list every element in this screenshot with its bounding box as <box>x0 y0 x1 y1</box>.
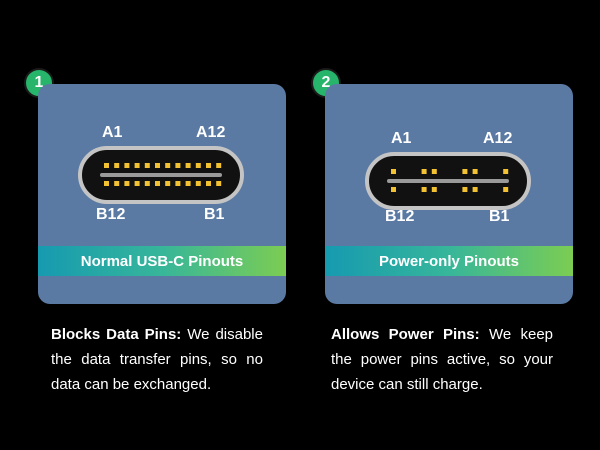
pin-pad <box>175 181 181 186</box>
pin-pad <box>206 181 211 186</box>
pin-pad <box>124 163 130 168</box>
label-b1: B1 <box>204 206 225 223</box>
pin-pad <box>391 169 396 174</box>
pin-row <box>104 163 222 186</box>
pin-pad <box>155 181 160 186</box>
pin-pad <box>185 163 191 168</box>
pin-pad <box>144 181 150 186</box>
caption-2-bold: Allows Power Pins: <box>331 326 480 343</box>
ribbon-label: Power-only Pinouts <box>325 246 573 276</box>
pin-pad <box>503 187 509 192</box>
ribbon-label: Normal USB-C Pinouts <box>38 246 286 276</box>
usb-c-connector-icon <box>365 152 531 210</box>
pin-pad <box>165 163 171 168</box>
pin-pad <box>216 163 222 168</box>
pin-pad <box>155 163 160 168</box>
pin-pad <box>114 163 120 168</box>
normal-pinout-panel: A1 A12 B12 B1 Normal USB-C Pinouts <box>38 84 286 304</box>
label-a1: A1 <box>391 130 412 147</box>
caption-1-bold: Blocks Data Pins: <box>51 326 182 343</box>
caption-2: Allows Power Pins: We keep the power pin… <box>331 322 553 397</box>
pin-pad <box>104 163 109 168</box>
pin-pad <box>134 163 140 168</box>
label-a12: A12 <box>196 124 226 141</box>
label-b1: B1 <box>489 208 510 225</box>
pin-pad <box>391 187 396 192</box>
pin-pad <box>206 163 211 168</box>
pin-pad <box>124 181 130 186</box>
caption-1: Blocks Data Pins: We disable the data tr… <box>51 322 263 397</box>
pin-pad <box>421 169 427 174</box>
label-b12: B12 <box>385 208 415 225</box>
pin-pad <box>144 163 150 168</box>
pin-pad <box>421 187 427 192</box>
power-only-pinout-panel: A1 A12 B12 B1 Power-only Pinouts <box>325 84 573 304</box>
pin-row <box>391 169 509 192</box>
pin-pad <box>114 181 120 186</box>
pin-pad <box>472 169 478 174</box>
caption-2-text: We keep the power pins active, so your d… <box>331 326 553 393</box>
label-a1: A1 <box>102 124 123 141</box>
pin-pad <box>175 163 181 168</box>
pin-pad <box>472 187 478 192</box>
caption-1-text: We disable the data transfer pins, so no… <box>51 326 263 393</box>
pin-pad <box>462 169 468 174</box>
pin-pad <box>134 181 140 186</box>
pin-pad <box>185 181 191 186</box>
pin-pad <box>503 169 509 174</box>
pin-pad <box>431 187 437 192</box>
usb-c-connector-icon <box>78 146 244 204</box>
pin-pad <box>462 187 468 192</box>
label-a12: A12 <box>483 130 513 147</box>
pin-pad <box>216 181 222 186</box>
pin-pad <box>104 181 109 186</box>
pin-pad <box>195 181 201 186</box>
pin-pad <box>431 169 437 174</box>
label-b12: B12 <box>96 206 126 223</box>
pin-pad <box>195 163 201 168</box>
pin-pad <box>165 181 171 186</box>
